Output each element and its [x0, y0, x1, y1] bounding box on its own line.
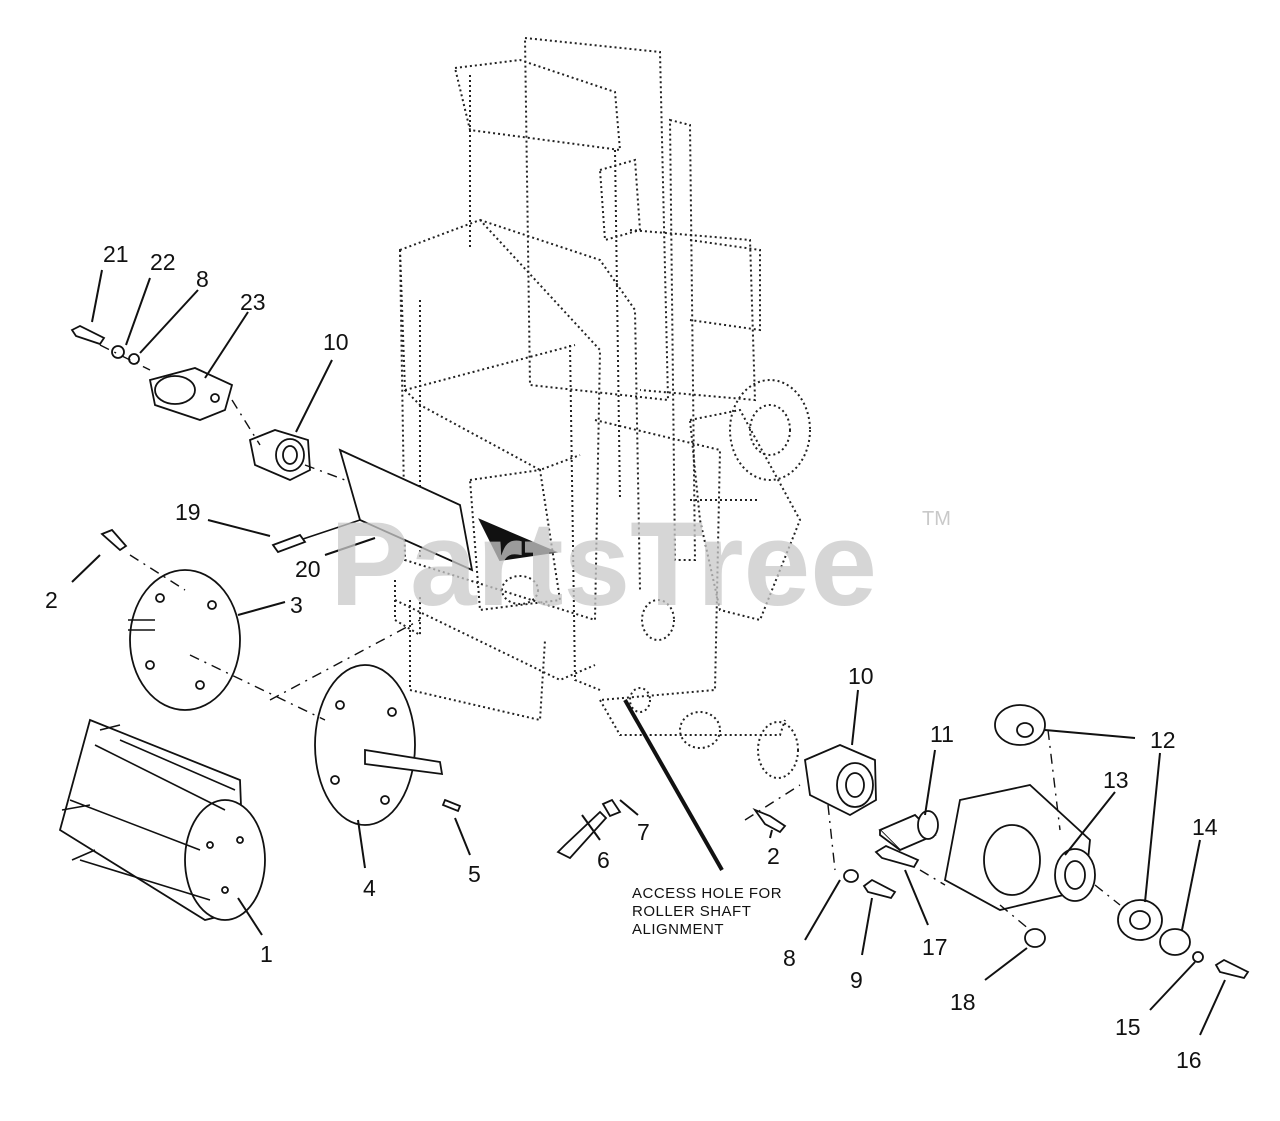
part-12-bushing-bottom: [1117, 899, 1163, 941]
callout-14: 14: [1192, 814, 1218, 840]
part-10-bearing-left: [248, 429, 311, 481]
part-11-sleeve: [878, 810, 939, 852]
part-9-bolt: [862, 878, 897, 900]
watermark-trademark: TM: [922, 508, 951, 530]
part-15-washer: [1192, 951, 1204, 963]
part-6-bolt: [556, 810, 608, 860]
part-1-roller: [58, 718, 266, 921]
access-hole-note: ACCESS HOLE FOR ROLLER SHAFT ALIGNMENT: [632, 885, 782, 938]
part-8-washer-right: [843, 869, 859, 883]
leader-lines: [71, 269, 1226, 1036]
callout-22: 22: [150, 249, 176, 275]
callout-12-top: 12: [1150, 727, 1176, 753]
part-19-screw: [271, 533, 307, 554]
note-line-3: ALIGNMENT: [632, 921, 724, 938]
part-10-bearing-right: [804, 744, 877, 817]
callout-15: 15: [1115, 1014, 1141, 1040]
callout-labels: 21 22 8 23 10 19 20 2 3 4 5 1 6 7 2 10 1…: [45, 241, 1218, 1073]
frame-phantom-outline: [394, 36, 811, 779]
callout-19: 19: [175, 499, 201, 525]
note-line-2: ROLLER SHAFT: [632, 903, 751, 920]
callout-3: 3: [290, 592, 303, 618]
part-7-nut: [601, 798, 622, 818]
callout-7: 7: [637, 819, 650, 845]
part-8-washer-left: [128, 353, 140, 365]
part-21-bolt: [70, 324, 106, 346]
callout-1: 1: [260, 941, 273, 967]
callout-2-right: 2: [767, 843, 780, 869]
callout-18: 18: [950, 989, 976, 1015]
part-3-disc: [128, 569, 241, 711]
callout-4: 4: [363, 875, 376, 901]
part-4-disc-shaft: [314, 664, 444, 826]
part-2-screw-left: [100, 528, 128, 552]
callout-13: 13: [1103, 767, 1129, 793]
callout-9: 9: [850, 967, 863, 993]
part-2-screw-right: [752, 808, 787, 834]
callout-16: 16: [1176, 1047, 1202, 1073]
part-16-bolt: [1214, 958, 1250, 980]
part-14-washer: [1159, 928, 1191, 956]
callout-8-right: 8: [783, 945, 796, 971]
note-line-1: ACCESS HOLE FOR: [632, 885, 782, 902]
part-20-shield: [299, 448, 559, 572]
part-13-housing: [943, 784, 1096, 911]
part-18-nut: [1024, 928, 1046, 948]
callout-6: 6: [597, 847, 610, 873]
callout-10-right: 10: [848, 663, 874, 689]
part-23-flange-bracket: [148, 367, 234, 421]
callout-10-left: 10: [323, 329, 349, 355]
part-12-bushing-top: [994, 704, 1046, 746]
part-5-key: [441, 798, 462, 813]
part-22-washer: [111, 345, 125, 359]
callout-8-left: 8: [196, 266, 209, 292]
callout-17: 17: [922, 934, 948, 960]
callout-5: 5: [468, 861, 481, 887]
watermark-text: PartsTree: [330, 497, 877, 631]
callout-21: 21: [103, 241, 129, 267]
callout-23: 23: [240, 289, 266, 315]
callout-2-left: 2: [45, 587, 58, 613]
callout-11: 11: [930, 721, 954, 747]
assembly-centerlines: [99, 344, 1121, 931]
part-17-bolt: [874, 844, 920, 869]
callout-20: 20: [295, 556, 321, 582]
